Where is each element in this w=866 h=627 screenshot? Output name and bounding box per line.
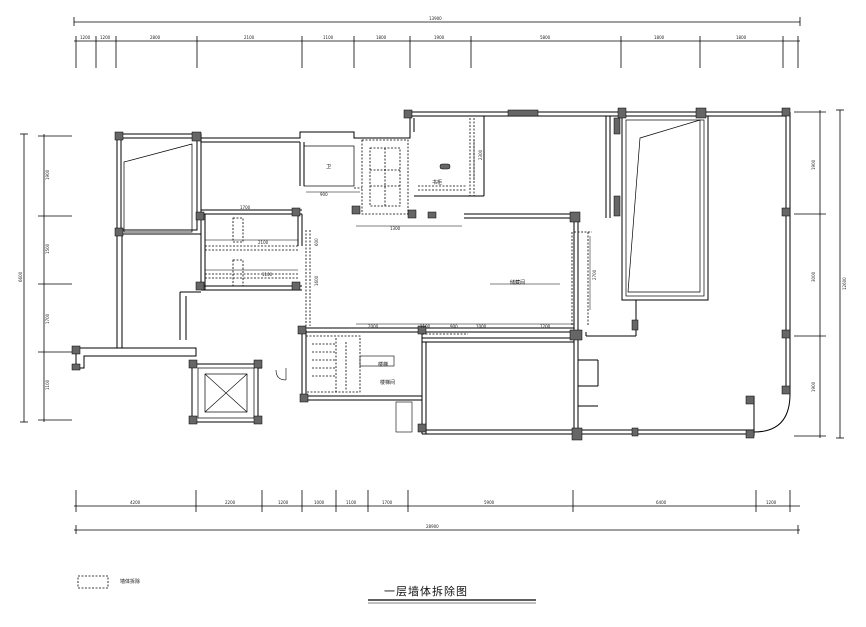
left-dimension-chain <box>20 133 72 423</box>
dim-bottom-8: 6400 <box>656 500 667 505</box>
dim-interior-4: 900 <box>320 192 328 197</box>
dim-interior-3: 1100 <box>262 272 273 277</box>
demolition-walls <box>205 118 592 393</box>
right-dimension-chain <box>794 109 844 439</box>
dim-right-1: 1900 <box>811 159 816 170</box>
dim-top-10: 1800 <box>736 35 747 40</box>
dim-bottom-9: 1200 <box>766 500 777 505</box>
dim-interior-10: 1200 <box>540 324 551 329</box>
dim-interior-5: 1300 <box>390 226 401 231</box>
legend-label: 墙体拆除 <box>120 579 141 585</box>
room-label-1: 卫 <box>326 164 331 170</box>
dim-interior-9: 1000 <box>476 324 487 329</box>
dim-interior-6: 2000 <box>368 324 379 329</box>
dim-total-top: 13900 <box>429 16 442 21</box>
walls <box>75 111 791 440</box>
dim-top-9: 1800 <box>654 35 665 40</box>
bottom-dimension-chain <box>74 490 800 534</box>
dim-top-4: 2100 <box>244 35 255 40</box>
dim-right-2: 3000 <box>811 271 816 282</box>
dim-bottom-6: 1700 <box>382 500 393 505</box>
dim-interior-1: 1700 <box>240 205 251 210</box>
dim-right-3: 1900 <box>811 381 816 392</box>
room-label-3: 储藏间 <box>510 279 525 286</box>
dim-total-right: 12600 <box>842 277 847 290</box>
dim-bottom-3: 1200 <box>278 500 289 505</box>
dim-top-2: 1200 <box>100 35 111 40</box>
room-label-2: 书柜 <box>432 179 442 186</box>
columns <box>71 107 791 441</box>
dim-top-1: 1200 <box>80 35 91 40</box>
dim-bottom-5: 1100 <box>346 500 357 505</box>
dim-interior-14: 600 <box>314 238 319 246</box>
dim-left-2: 1500 <box>45 243 50 254</box>
dim-top-7: 1900 <box>434 35 445 40</box>
dim-left-1: 1900 <box>45 169 50 180</box>
dim-top-5: 1100 <box>323 35 334 40</box>
dim-bottom-7: 5900 <box>484 500 495 505</box>
dim-interior-2: 2100 <box>258 240 269 245</box>
dim-total-left: 6600 <box>18 271 23 282</box>
legend-swatch <box>77 575 109 589</box>
dim-total-bottom: 28900 <box>426 524 439 529</box>
dim-top-3: 2800 <box>150 35 161 40</box>
interior-dimension-lines <box>205 140 591 325</box>
dim-left-3: 1700 <box>45 313 50 324</box>
dim-interior-11: 2300 <box>478 149 483 160</box>
dim-interior-8: 900 <box>450 324 458 329</box>
room-label-5: 楼梯间 <box>380 379 395 386</box>
dim-left-4: 1100 <box>45 379 50 390</box>
dim-top-8: 5800 <box>540 35 551 40</box>
dim-bottom-2: 2200 <box>225 500 236 505</box>
dim-interior-12: 2700 <box>592 269 597 280</box>
dim-interior-13: 1600 <box>314 275 319 286</box>
room-label-4: 楼梯 <box>378 361 388 368</box>
dim-bottom-4: 1000 <box>314 500 325 505</box>
dim-bottom-1: 4200 <box>130 500 141 505</box>
dim-interior-7: 1100 <box>420 324 431 329</box>
dim-top-6: 1800 <box>376 35 387 40</box>
drawing-title: 一层墙体拆除图 <box>384 585 468 598</box>
top-dimension-chain <box>73 17 801 68</box>
